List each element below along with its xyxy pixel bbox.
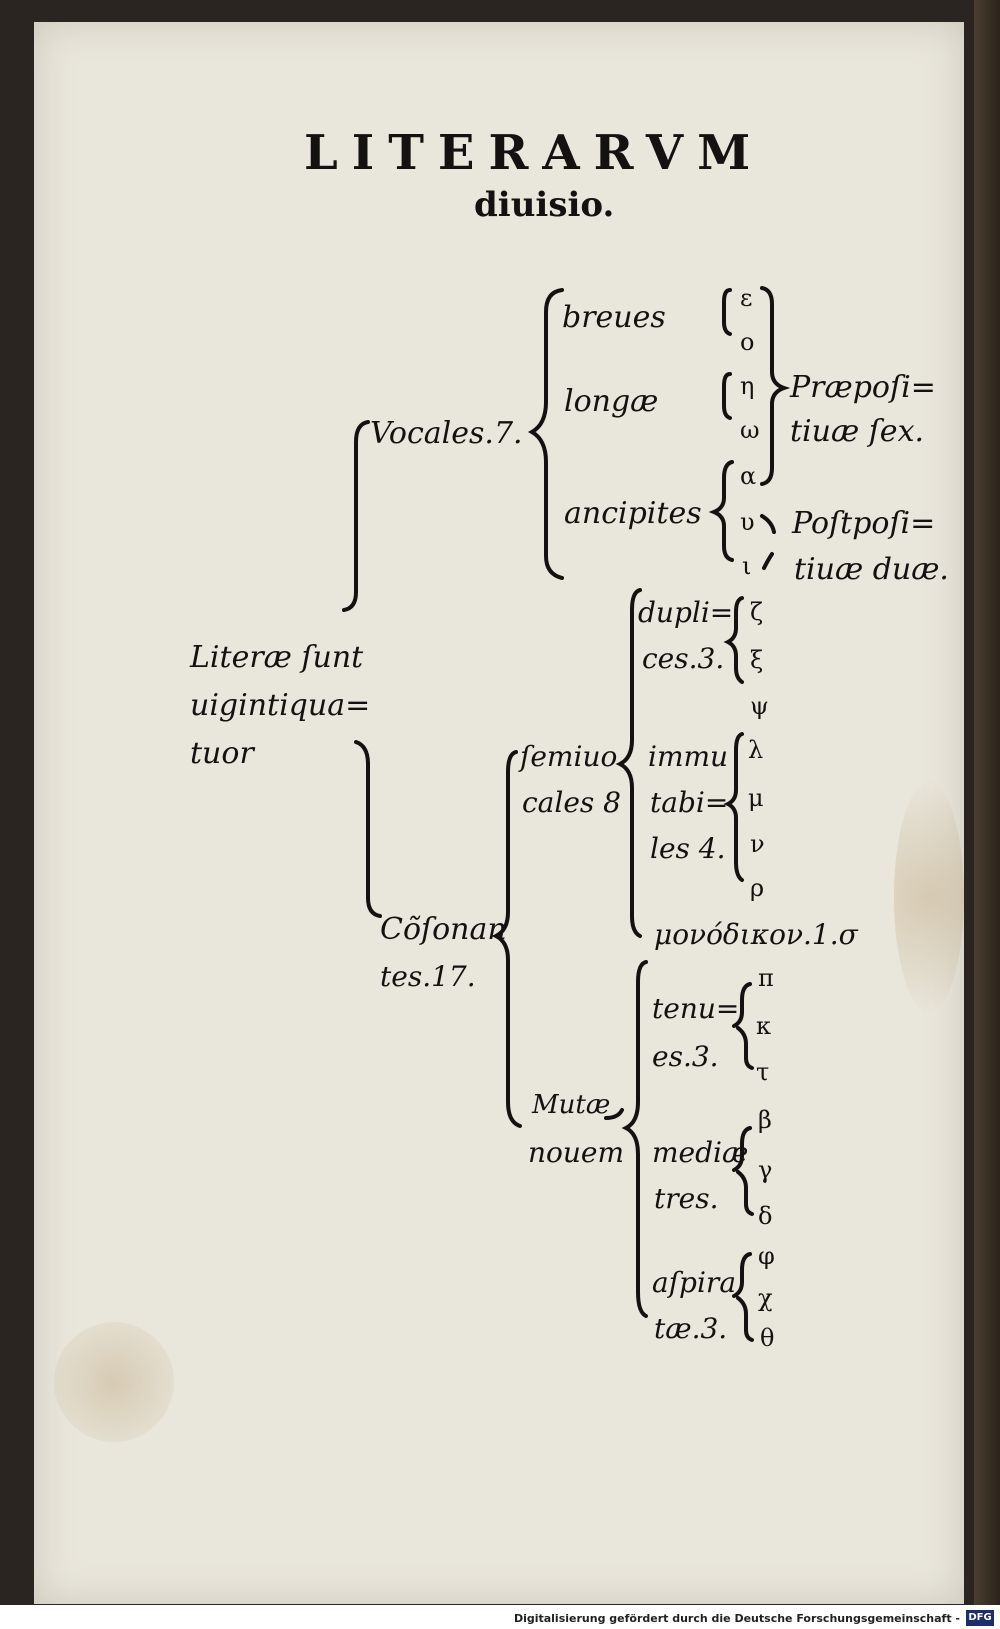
brace-mutae-connector (604, 1108, 624, 1120)
brace-postpositiuae (760, 514, 776, 570)
greek-gamma: γ (758, 1156, 773, 1184)
brace-semiuocales-sub (615, 588, 642, 938)
greek-psi: ψ (750, 692, 769, 720)
longae-label: longæ (564, 384, 659, 419)
greek-eta: η (740, 372, 755, 400)
mutae-line-1: Mutæ (532, 1090, 611, 1120)
paper-stain (54, 1322, 174, 1442)
root-line-3: tuor (190, 736, 254, 771)
brace-consonantes-sub (491, 750, 522, 1128)
brace-praepositiuae (760, 286, 791, 486)
greek-chi: χ (758, 1284, 773, 1312)
brace-longae (722, 372, 732, 420)
tenues-line-1: tenu= (652, 992, 740, 1025)
brace-mediae (732, 1126, 754, 1216)
page-subtitle: diuisio. (474, 185, 615, 225)
greek-upsilon: υ (740, 508, 755, 536)
immutabiles-line-3: les 4. (650, 832, 726, 865)
consonantes-label-1: Cõſonan (380, 912, 507, 947)
brace-ancipites (708, 460, 734, 562)
footer-bar: Digitalisierung gefördert durch die Deut… (0, 1605, 1000, 1629)
greek-alpha: α (740, 462, 757, 490)
greek-nu: ν (750, 830, 765, 858)
diagram-braces (342, 286, 791, 1342)
brace-vocales-sub (527, 288, 564, 580)
greek-pi: π (758, 964, 774, 992)
tenues-line-2: es.3. (652, 1040, 719, 1073)
immutabiles-line-2: tabi= (650, 786, 729, 819)
monodikon-label: μονόδικον.1.σ (654, 918, 858, 951)
paper-stain (894, 782, 964, 1012)
greek-omega: ω (740, 416, 760, 444)
greek-beta: β (758, 1106, 772, 1134)
dfg-logo: DFG (966, 1610, 994, 1626)
brace-mutae-sub (621, 960, 648, 1318)
greek-zeta: ζ (750, 598, 764, 626)
greek-kappa: κ (756, 1012, 771, 1040)
greek-epsilon: ε (740, 284, 753, 312)
postpositiuae-line-2: tiuæ duæ. (794, 552, 949, 587)
root-line-2: uigintiqua= (190, 688, 371, 723)
book-edge (974, 0, 1000, 1629)
greek-phi: φ (758, 1242, 775, 1270)
greek-lambda: λ (748, 736, 764, 764)
brace-tenues (732, 982, 754, 1070)
brace-immutabiles (723, 732, 744, 882)
praepositiuae-line-1: Præpoſi= (790, 370, 936, 405)
aspiratae-line-1: aſpira (652, 1266, 737, 1299)
book-page: LITERARVM diuisio. Literæ ſunt uigintiqu… (34, 22, 964, 1604)
greek-xi: ξ (750, 646, 764, 674)
consonantes-label-2: tes.17. (380, 960, 476, 993)
greek-iota: ι (742, 552, 752, 580)
brace-duplices (723, 596, 744, 684)
page-title: LITERARVM (304, 125, 765, 181)
mutae-line-2: nouem (528, 1136, 625, 1169)
greek-mu: μ (748, 784, 764, 812)
vocales-label: Vocales.7. (370, 416, 523, 451)
duplices-line-2: ces.3. (642, 642, 725, 675)
greek-delta: δ (758, 1202, 773, 1230)
root-line-1: Literæ ſunt (190, 640, 364, 675)
duplices-line-1: dupli= (638, 596, 734, 629)
breues-label: breues (562, 300, 666, 335)
aspiratae-line-2: tæ.3. (654, 1312, 728, 1345)
praepositiuae-line-2: tiuæ ſex. (790, 414, 925, 449)
semiuocales-line-2: cales 8 (522, 786, 621, 819)
brace-vocales (342, 420, 370, 612)
greek-rho: ρ (750, 874, 765, 902)
postpositiuae-line-1: Poſtpoſi= (792, 506, 936, 541)
footer-credit: Digitalisierung gefördert durch die Deut… (513, 1612, 960, 1625)
brace-consonantes (354, 740, 382, 918)
ancipites-label: ancipites (564, 496, 702, 531)
greek-omicron: ο (740, 328, 755, 356)
brace-aspiratae (732, 1252, 754, 1342)
brace-breues (722, 288, 732, 336)
mediae-line-2: tres. (654, 1182, 719, 1215)
greek-tau: τ (756, 1058, 770, 1086)
greek-theta: θ (760, 1324, 775, 1352)
immutabiles-line-1: immu (648, 740, 729, 773)
semiuocales-line-1: ſemiuo (520, 740, 618, 773)
mediae-line-1: mediæ (652, 1136, 749, 1169)
